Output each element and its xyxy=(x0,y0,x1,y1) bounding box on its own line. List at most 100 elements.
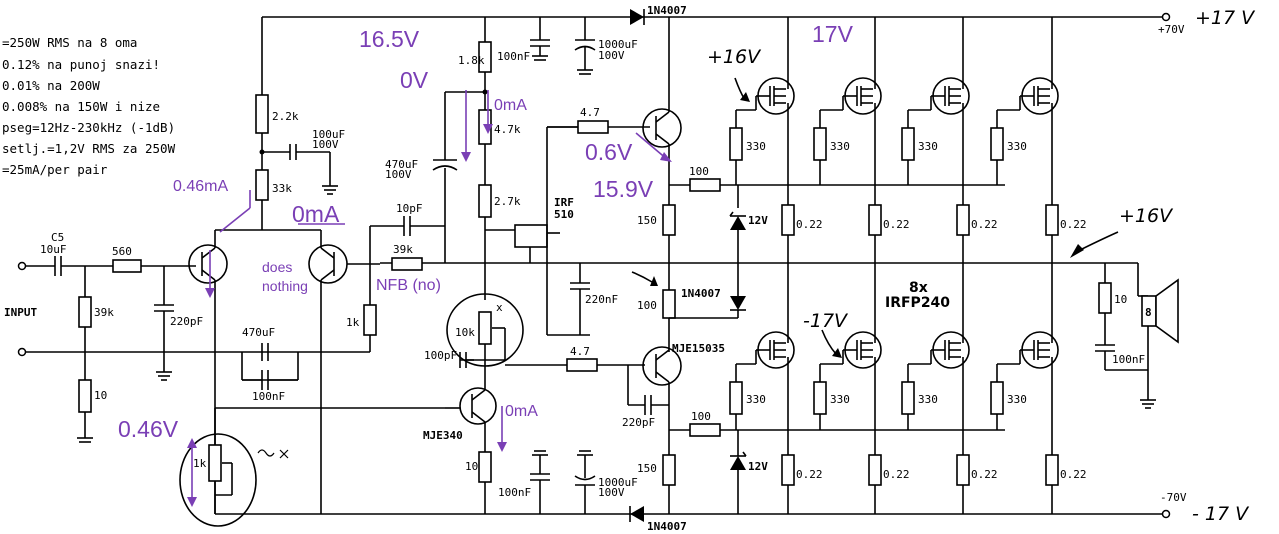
v-15-9-label: 15.9V xyxy=(593,176,654,202)
lower-gate-resistor xyxy=(901,381,915,415)
upper-source-resistor-label: 0.22 xyxy=(1060,218,1087,231)
v-neg17-label: -17V xyxy=(803,310,849,332)
d-bot-label: 1N4007 xyxy=(647,520,687,533)
c1000u-bot-v-label: 100V xyxy=(598,486,625,499)
d-mid-label: 1N4007 xyxy=(681,287,721,300)
lower-gate-resistor-label: 330 xyxy=(918,393,938,406)
upper-source-resistor-label: 0.22 xyxy=(883,218,910,231)
r10-bot-label: 10 xyxy=(465,460,478,473)
spec-line-1: =250W RMS na 8 oma xyxy=(2,35,137,50)
lower-gate-resistor xyxy=(990,381,1004,415)
r10-in-label: 10 xyxy=(94,389,107,402)
upper-gate-resistor xyxy=(813,127,827,161)
spec-line-4: 0.008% na 150W i nize xyxy=(2,99,160,114)
mje15035-label: MJE15035 xyxy=(672,342,725,355)
spec-line-3: 0.01% na 200W xyxy=(2,78,100,93)
lower-source-resistor xyxy=(868,454,882,486)
bias-pot-1k xyxy=(179,407,445,527)
lower-gate-resistor-label: 330 xyxy=(746,393,766,406)
pot1k-label: 1k xyxy=(193,457,207,470)
upper-source-resistor xyxy=(868,204,882,236)
mje340-label: MJE340 xyxy=(423,429,463,442)
r2k7-label: 2.7k xyxy=(494,195,521,208)
nothing-label: nothing xyxy=(262,278,308,294)
vas-chain xyxy=(432,17,645,514)
upper-source-resistor-label: 0.22 xyxy=(796,218,823,231)
z12-top-label: 12V xyxy=(748,214,768,227)
upper-source-resistor xyxy=(1045,204,1059,236)
mosfet-type-label: IRFP240 xyxy=(885,295,950,311)
v-16-out-label: +16V xyxy=(1119,205,1174,227)
lower-source-resistor xyxy=(956,454,970,486)
upper-gate-resistor xyxy=(990,127,1004,161)
output-network xyxy=(1095,263,1179,409)
d-top-label: 1N4007 xyxy=(647,4,687,17)
c470u-label: 470uF xyxy=(242,326,275,339)
r1k-fb-label: 1k xyxy=(346,316,360,329)
i-0ma-top-label: 0mA xyxy=(494,97,527,114)
upper-gate-resistor xyxy=(729,127,743,161)
c220n-label: 220nF xyxy=(585,293,618,306)
input-section xyxy=(17,256,370,443)
r100-bot-label: 100 xyxy=(691,410,711,423)
upper-source-resistor-label: 0.22 xyxy=(971,218,998,231)
c100u-label: 100uF xyxy=(312,128,345,141)
lower-source-resistor-label: 0.22 xyxy=(971,468,998,481)
pot10k-label: 10k xyxy=(455,326,475,339)
i-0ma-mid-label: 0mA xyxy=(292,201,340,227)
c5-label: C5 xyxy=(51,231,64,244)
spec-line-5: pseg=12Hz-230kHz (-1dB) xyxy=(2,120,175,135)
pos-rail-handwritten: +17 V xyxy=(1195,7,1256,29)
r39k-in-label: 39k xyxy=(94,306,114,319)
lower-gate-resistor-label: 330 xyxy=(1007,393,1027,406)
c220p-bot-label: 220pF xyxy=(622,416,655,429)
lower-gate-resistor xyxy=(729,381,743,415)
output-mosfets: 0.22 330 0.22 330 0.22 330 0.22 330 0.22 330 0.22 3… xyxy=(729,17,1087,514)
z12-bot-label: 12V xyxy=(748,460,768,473)
c100n-fb-label: 100nF xyxy=(252,390,285,403)
nfb-label: NFB (no) xyxy=(376,277,441,294)
pos-rail-label: +70V xyxy=(1158,23,1185,36)
lower-gate-resistor-label: 330 xyxy=(830,393,850,406)
spec-line-7: =25mA/per pair xyxy=(2,162,108,177)
c5-value: 10uF xyxy=(40,243,67,256)
r4k7-label: 4.7k xyxy=(494,123,521,136)
neg-rail-handwritten: - 17 V xyxy=(1192,503,1250,525)
c100n-top-label: 100nF xyxy=(497,50,530,63)
input-label: INPUT xyxy=(4,306,37,319)
i-0ma-bot-label: 0mA xyxy=(505,403,538,420)
decoupling-caps xyxy=(530,17,596,514)
does-label: does xyxy=(262,259,292,275)
c10p-label: 10pF xyxy=(396,202,423,215)
diff-pair xyxy=(188,17,380,514)
v-16-5-label: 16.5V xyxy=(359,26,420,52)
v-0-6-label: 0.6V xyxy=(585,139,633,165)
c470u-top-v-label: 100V xyxy=(385,168,412,181)
c100u-v-label: 100V xyxy=(312,138,339,151)
spec-line-6: setlj.=1,2V RMS za 250W xyxy=(2,141,176,156)
lower-source-resistor-label: 0.22 xyxy=(796,468,823,481)
driver-stage xyxy=(547,9,1005,522)
r2k2-label: 2.2k xyxy=(272,110,299,123)
out-r10-label: 10 xyxy=(1114,293,1127,306)
upper-gate-resistor-label: 330 xyxy=(918,140,938,153)
spec-line-2: 0.12% na punoj snazi! xyxy=(2,57,160,72)
upper-source-resistor xyxy=(956,204,970,236)
lower-source-resistor-label: 0.22 xyxy=(1060,468,1087,481)
irf510-label-1: IRF xyxy=(554,196,574,209)
r150-top-label: 150 xyxy=(637,214,657,227)
out-c100n-label: 100nF xyxy=(1112,353,1145,366)
upper-gate-resistor-label: 330 xyxy=(830,140,850,153)
i-0-46-label: 0.46mA xyxy=(173,178,228,195)
r1k8-label: 1.8k xyxy=(458,54,485,67)
r39k-fb-label: 39k xyxy=(393,243,413,256)
spec-block: =250W RMS na 8 oma 0.12% na punoj snazi!… xyxy=(2,35,176,177)
v-0-label: 0V xyxy=(400,67,429,93)
neg-rail-label: -70V xyxy=(1160,491,1187,504)
upper-gate-resistor-label: 330 xyxy=(1007,140,1027,153)
feedback-network xyxy=(241,216,445,390)
r4-7-top-label: 4.7 xyxy=(580,106,600,119)
r100-mid-label: 100 xyxy=(637,299,657,312)
c1000u-top-v-label: 100V xyxy=(598,49,625,62)
upper-gate-resistor xyxy=(901,127,915,161)
